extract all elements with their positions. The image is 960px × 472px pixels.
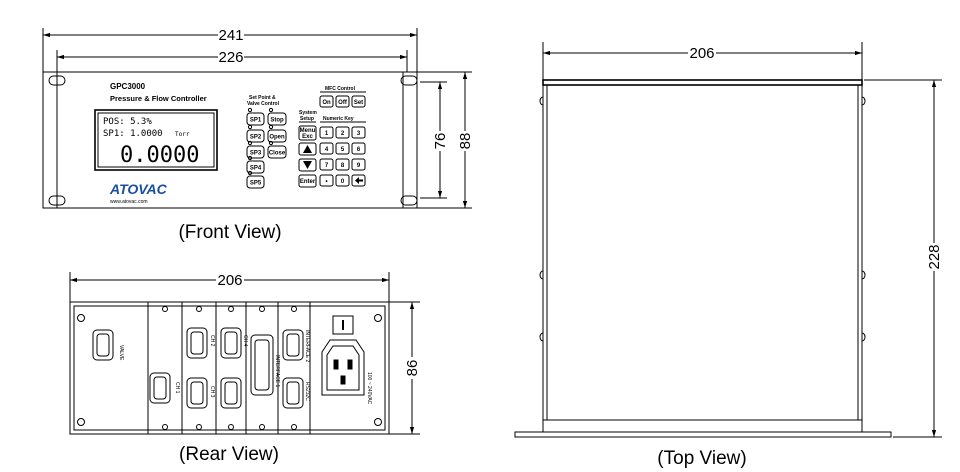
caption-rear-view: (Rear View) [179,444,279,465]
label-rs232: RS232C [304,382,310,401]
mfc-label: MFC Control [325,86,356,92]
btn-open: Open [269,135,285,141]
rear-view [69,272,390,435]
top-front-panel-edge [542,79,863,86]
brand-logo: ATOVAC [109,181,168,197]
dim-text-76: 76 [432,133,449,150]
model-name: GPC3000 [110,82,146,91]
dim-text-top-206: 206 [689,45,714,62]
brand-website: www.atovac.com [110,199,148,205]
mount-slot-bl [48,195,66,206]
dim-text-88: 88 [457,133,474,150]
key-7: 7 [325,163,329,169]
interface2-connector [282,329,304,409]
system-label-2: Setup [300,116,314,122]
lcd-display [94,109,218,171]
label-ch4: CH 4 [242,335,248,347]
key-6: 6 [357,147,361,153]
power-inlet [321,339,365,396]
power-switch [332,315,354,335]
btn-sp3: SP3 [250,151,262,157]
key-dot: • [325,179,327,185]
mount-slot-tr [400,75,418,86]
caption-front-view: (Front View) [178,222,281,243]
label-interface2: INTERFACE 2 [304,330,310,362]
top-base-flange [514,431,892,438]
key-1: 1 [325,131,329,137]
dim-text-86: 86 [404,360,421,377]
numeric-keypad [319,126,366,187]
key-2: 2 [341,131,345,137]
label-interface1: INTERFACE 1 [274,355,280,387]
system-label-1: System [299,110,317,116]
key-8: 8 [341,163,345,169]
btn-menu-2: Exc [302,134,313,140]
setpoint-buttons [246,107,287,189]
top-view [514,42,942,438]
top-texts: 206 228 (Top View) [657,45,943,469]
label-ch1: CH 1 [174,382,180,394]
btn-close: Close [269,151,286,157]
btn-off: Off [338,100,348,106]
front-texts: GPC3000 Pressure & Flow Controller POS: … [103,27,474,243]
arrow-down-icon [303,161,312,169]
btn-stop: Stop [270,118,284,124]
model-subtitle: Pressure & Flow Controller [110,94,207,103]
valve-connector [92,329,114,361]
dim-text-228: 228 [926,244,943,269]
rear-panel-outline [69,301,390,435]
label-ch3: CH 3 [209,386,215,398]
mount-slot-tl [48,75,66,86]
backspace-arrow-icon [355,177,363,184]
display-pos: POS: 5.3% [103,117,152,127]
key-5: 5 [341,147,345,153]
key-9: 9 [357,163,361,169]
ch-connectors [149,327,242,409]
btn-enter: Enter [300,179,316,185]
btn-sp1: SP1 [250,118,262,124]
mount-slot-br [400,195,418,206]
key-3: 3 [357,131,361,137]
label-valve: VALVE [118,345,124,361]
mfc-buttons [299,91,366,123]
display-setpoint: SP1: 1.0000 [103,129,163,139]
dim-text-226: 226 [218,49,243,66]
btn-set: Set [354,100,363,106]
numeric-label: Numeric Key [323,116,354,122]
arrow-up-icon [303,145,312,153]
front-panel-outline [42,71,418,209]
dim-text-241: 241 [218,27,243,44]
btn-sp5: SP5 [250,181,262,187]
dim-text-rear-206: 206 [217,272,242,289]
interface1-connector [250,334,274,396]
key-4: 4 [325,147,329,153]
btn-sp2: SP2 [250,135,262,141]
display-unit: Torr [175,131,190,138]
btn-sp4: SP4 [250,166,262,172]
system-buttons [298,125,317,188]
btn-on: On [322,100,331,106]
display-value: 0.0000 [120,143,199,168]
label-power: 100 ~ 240VAC [366,372,372,405]
setpoint-label-1: Set Point & [249,95,276,101]
setpoint-label-2: Valve Control [247,101,280,107]
btn-menu-1: Menu [300,128,316,134]
label-ch2: CH 2 [209,335,215,347]
key-0: 0 [341,179,345,185]
rear-texts: VALVE CH 1 CH 2 CH 3 CH 4 INTERFACE 1 IN… [118,272,372,465]
caption-top-view: (Top View) [657,448,746,469]
